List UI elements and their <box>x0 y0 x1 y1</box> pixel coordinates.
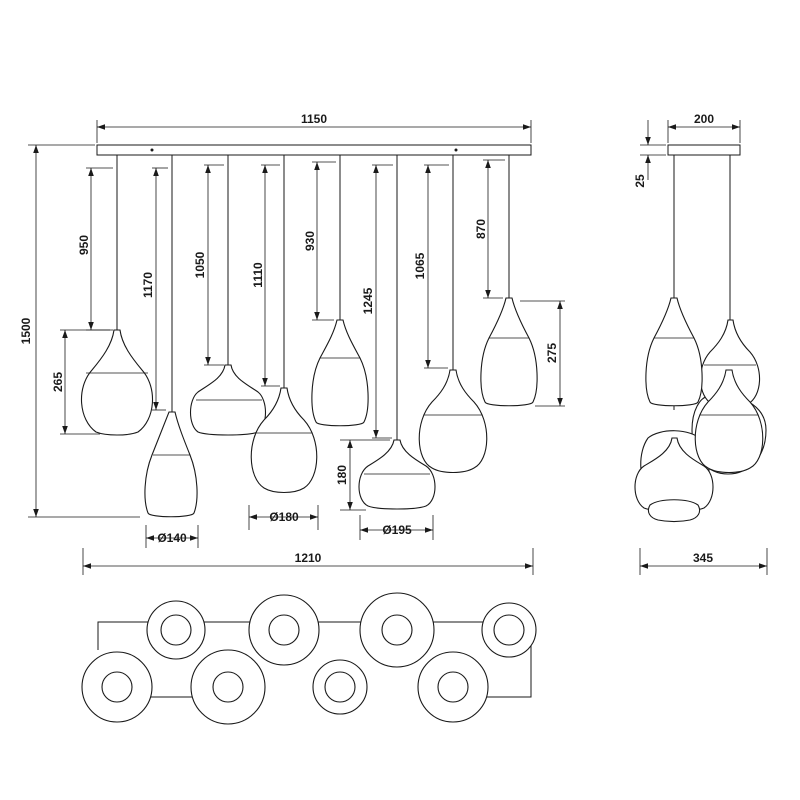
top-shade <box>81 651 153 723</box>
label-cord-1: 950 <box>77 235 91 255</box>
dimension-canopy-depth: 200 <box>667 112 741 143</box>
top-shade <box>417 651 489 723</box>
label-shade-height-2: 180 <box>335 465 349 485</box>
dimension-canopy-height: 25 <box>633 120 666 188</box>
dimension-cord-2: 1170 <box>141 167 168 411</box>
label-total-width: 1210 <box>295 551 322 565</box>
pendant-1 <box>80 155 154 436</box>
front-view: 1150 1500 1210 950 <box>19 112 565 575</box>
label-diameter-180: Ø180 <box>269 510 299 524</box>
dimension-cord-1: 950 <box>77 167 113 331</box>
dimension-cord-8: 870 <box>474 159 505 299</box>
side-shade-tall-left <box>645 297 703 407</box>
dimension-total-width: 1210 <box>82 548 534 575</box>
label-canopy-depth: 200 <box>694 112 714 126</box>
dimension-cord-7: 1065 <box>413 164 449 369</box>
label-cord-6: 1245 <box>361 287 375 314</box>
label-cord-2: 1170 <box>141 272 155 298</box>
top-shade <box>248 594 320 666</box>
pendant-5 <box>311 155 369 427</box>
dimension-total-depth: 345 <box>639 548 768 575</box>
dimension-canopy-width: 1150 <box>96 112 532 143</box>
side-view: 200 25 345 <box>633 112 768 575</box>
top-shade <box>359 592 435 668</box>
dimension-cord-6: 1245 <box>361 164 393 439</box>
top-shade <box>190 649 266 725</box>
label-diameter-195: Ø195 <box>382 523 412 537</box>
side-shade-round-front <box>694 369 764 474</box>
label-cord-3: 1050 <box>193 251 207 278</box>
top-shade <box>146 600 206 660</box>
dimension-overall-height: 1500 <box>19 144 140 518</box>
label-cord-5: 930 <box>303 231 317 251</box>
dimension-cord-3: 1050 <box>193 164 224 366</box>
label-cord-4: 1110 <box>251 262 265 288</box>
label-shade-height-1: 265 <box>51 372 65 392</box>
pendant-7 <box>418 155 488 474</box>
pendant-2 <box>144 155 198 518</box>
label-cord-7: 1065 <box>413 252 427 279</box>
dimension-diameter-180: Ø180 <box>248 505 319 530</box>
dimension-shade-height-1: 265 <box>51 329 110 435</box>
top-shade <box>481 602 537 658</box>
label-diameter-140: Ø140 <box>157 531 187 545</box>
dimension-shade-height-2: 180 <box>335 439 390 511</box>
top-canopy-outline <box>97 621 532 698</box>
label-canopy-width: 1150 <box>301 112 327 126</box>
canopy-screw <box>150 148 154 152</box>
label-canopy-height: 25 <box>633 174 647 188</box>
pendant-4 <box>250 155 318 494</box>
pendant-6 <box>358 155 436 510</box>
top-view <box>81 592 537 725</box>
side-shade-flat-bottom <box>647 499 701 523</box>
dimension-diameter-195: Ø195 <box>359 515 434 540</box>
top-shade <box>312 659 368 715</box>
dimension-shade-height-3: 275 <box>520 300 565 407</box>
label-total-depth: 345 <box>693 551 713 565</box>
dimension-cord-4: 1110 <box>251 164 280 387</box>
label-overall-height: 1500 <box>19 317 33 344</box>
label-cord-8: 870 <box>474 219 488 239</box>
label-shade-height-3: 275 <box>545 343 559 363</box>
canopy-bar <box>96 144 532 156</box>
side-canopy <box>667 144 741 156</box>
pendant-3 <box>189 155 267 436</box>
dimension-cord-5: 930 <box>303 161 336 321</box>
dimension-diameter-140: Ø140 <box>145 525 199 548</box>
canopy-screw <box>454 148 458 152</box>
pendant-8 <box>480 155 538 407</box>
